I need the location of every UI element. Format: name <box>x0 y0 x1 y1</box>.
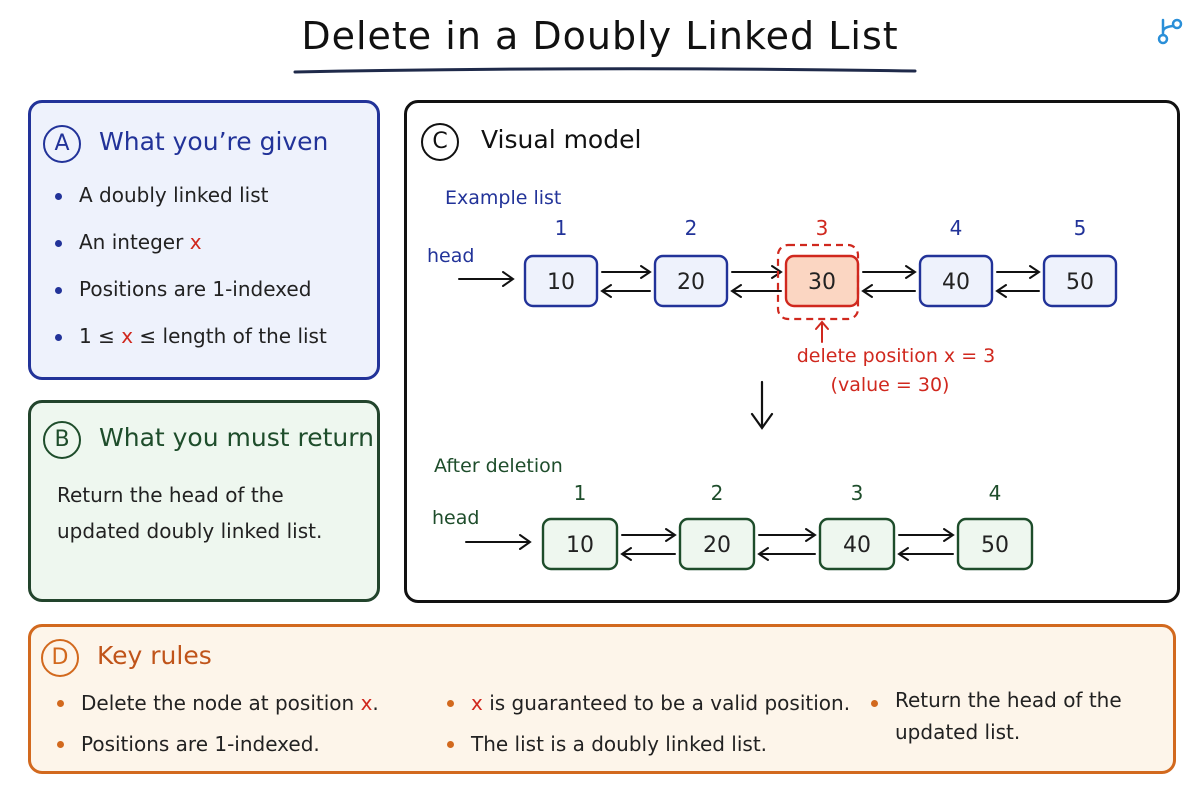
node-box <box>653 254 729 308</box>
node-value: 20 <box>703 533 731 558</box>
after-head-arrow <box>465 534 532 550</box>
node-position: 3 <box>851 481 864 505</box>
bullet-dot <box>871 700 878 707</box>
node-box <box>523 254 599 308</box>
node-box <box>918 254 994 308</box>
bullet-dot <box>447 700 454 707</box>
panel-d-title: Key rules <box>97 641 212 670</box>
next-pointer-arrow <box>996 265 1041 279</box>
prev-pointer-arrow <box>757 547 816 561</box>
bullet-dot <box>55 287 62 294</box>
next-pointer-arrow <box>621 528 677 542</box>
example-list-label: Example list <box>445 187 561 209</box>
badge-c: C <box>421 123 459 161</box>
after-head-label: head <box>432 507 479 529</box>
node-position: 4 <box>989 481 1002 505</box>
node-box <box>1042 254 1118 308</box>
return-description: Return the head of the updated doubly li… <box>57 483 323 543</box>
after-deletion-label: After deletion <box>434 455 563 477</box>
deleted-node-highlight <box>776 243 860 321</box>
bullet-dot <box>55 193 62 200</box>
example-list-row: 10 1 20 2 30 3 40 4 50 5 <box>523 216 1118 308</box>
delete-pointer-arrow <box>815 320 829 343</box>
next-pointer-arrow <box>601 265 652 279</box>
badge-b: B <box>43 421 81 459</box>
node-value: 50 <box>1066 270 1094 295</box>
node-value: 40 <box>942 270 970 295</box>
node-value: 10 <box>547 270 575 295</box>
panel-c-title: Visual model <box>481 125 642 154</box>
prev-pointer-arrow <box>897 547 954 561</box>
node-value: 30 <box>808 270 836 295</box>
node-position: 2 <box>685 216 698 240</box>
node-position: 5 <box>1074 216 1087 240</box>
node-box <box>678 517 756 571</box>
bullet-dot <box>55 240 62 247</box>
prev-pointer-arrow <box>620 547 676 561</box>
panel-key-rules: D Key rules Delete the node at position … <box>28 624 1176 774</box>
head-label: head <box>427 245 474 267</box>
next-pointer-arrow <box>758 528 817 542</box>
delete-note-line-1: delete position x = 3 <box>797 345 996 367</box>
node-box <box>541 517 619 571</box>
delete-note-line-2: (value = 30) <box>831 374 950 396</box>
prev-pointer-arrow <box>861 284 916 298</box>
panel-a-title: What you’re given <box>99 127 329 156</box>
title-underline <box>293 67 917 74</box>
node-box <box>818 517 896 571</box>
node-value: 10 <box>566 533 594 558</box>
prev-pointer-arrow <box>600 284 651 298</box>
prev-pointer-arrow <box>995 284 1040 298</box>
transition-arrow <box>750 380 774 430</box>
head-arrow <box>458 271 515 287</box>
node-position: 3 <box>816 216 829 240</box>
node-value: 20 <box>677 270 705 295</box>
next-pointer-arrow <box>731 265 783 279</box>
node-position: 4 <box>950 216 963 240</box>
after-list-row: 10 1 20 2 40 3 50 4 <box>541 481 1034 571</box>
node-value: 50 <box>981 533 1009 558</box>
panel-visual-model: C Visual model <box>404 100 1180 603</box>
node-value: 40 <box>843 533 871 558</box>
prev-pointer-arrow <box>730 284 782 298</box>
panel-b-title: What you must return <box>99 423 374 452</box>
next-pointer-arrow <box>898 528 955 542</box>
node-position: 2 <box>711 481 724 505</box>
node-position: 1 <box>555 216 568 240</box>
node-position: 1 <box>574 481 587 505</box>
bullet-dot <box>57 700 64 707</box>
next-pointer-arrow <box>862 265 917 279</box>
branch-logo-icon <box>1157 18 1183 45</box>
badge-a: A <box>43 125 81 163</box>
panel-given: A What you’re given A doubly linked list… <box>28 100 380 380</box>
page-title: Delete in a Doubly Linked List <box>301 14 899 58</box>
bullet-dot <box>55 334 62 341</box>
bullet-dot <box>57 741 64 748</box>
badge-d: D <box>41 639 79 677</box>
node-box <box>956 517 1034 571</box>
panel-return: B What you must return Return the head o… <box>28 400 380 602</box>
bullet-dot <box>447 741 454 748</box>
